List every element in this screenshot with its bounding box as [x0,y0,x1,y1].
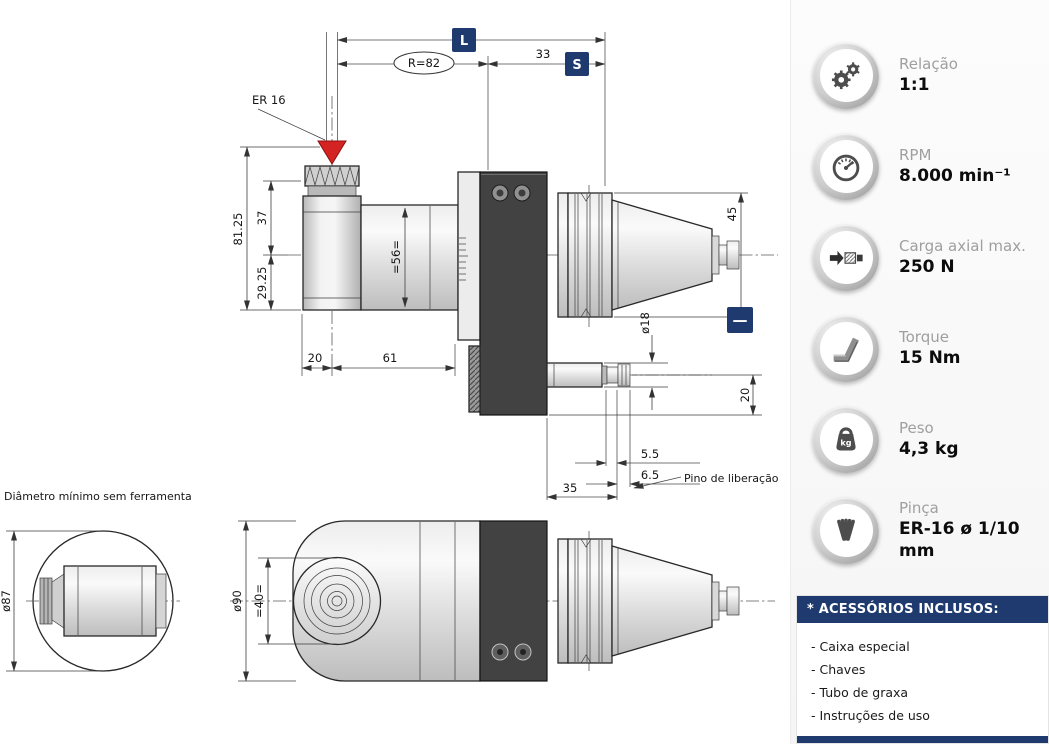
dim-dia90-label: ø90 [230,590,244,612]
release-pin [546,362,631,388]
spec-label-weight: Peso [899,418,934,437]
dim-L-box [452,28,476,52]
spec-row-torque: Torque 15 Nm [791,303,1049,394]
collet-icon [813,497,879,564]
dim-33-label: 33 [536,47,551,61]
dim-37-label: 37 [255,211,269,226]
spec-value-torque: 15 Nm [899,348,961,369]
dim-40-label: =40= [252,584,266,618]
accessories-list: - Caixa especial - Chaves - Tubo de grax… [797,623,1048,739]
spec-label-rpm: RPM [899,145,932,164]
dim-65-label: 6.5 [641,468,659,482]
flange-plate [457,171,481,341]
spec-list: Relação 1:1 [791,0,1049,576]
axial-load-icon [813,224,879,291]
top-view: L R=82 33 S ER 16 [231,28,779,500]
spec-label-ratio: Relação [899,54,958,73]
spec-value-axial-load: 250 N [899,257,955,278]
spec-value-weight: 4,3 kg [899,439,959,460]
accessory-item: - Tubo de graxa [811,685,909,700]
spindle-assembly [302,165,362,311]
dim-40: =40= [252,557,337,645]
rpm-gauge-icon [813,133,879,200]
pull-stud [726,240,740,270]
gears-icon [813,42,879,109]
pin-label: Pino de liberação [684,472,779,485]
dim-dia90: ø90 [230,520,296,682]
spec-label-axial-load: Carga axial max. [899,236,1026,255]
specs-sidebar: Relação 1:1 [790,0,1049,744]
dim-S-label: S [572,58,581,73]
marker-i: — [727,307,753,333]
dim-R82: R=82 [337,51,489,75]
spec-value-ratio: 1:1 [899,75,930,96]
spec-value-rpm: 8.000 min⁻¹ [899,166,1011,187]
spec-label-torque: Torque [899,327,949,346]
dim-left-stack: 81.25 37 29.25 [231,146,320,311]
dim-55-label: 5.5 [641,447,659,461]
dim-L-label: L [460,34,468,49]
spec-row-ratio: Relação 1:1 [791,30,1049,121]
dim-S-box [565,52,589,76]
technical-drawing: L R=82 33 S ER 16 [0,28,779,682]
dim-dia87: ø87 [0,530,100,672]
front-clamping-block [479,520,548,682]
spec-value-collet: ER-16 ø 1/10 mm [899,519,1020,562]
dim-dia18-label: ø18 [638,312,652,334]
taper-shank [557,192,740,318]
collet-callout: ER 16 [252,93,326,141]
knurled-knob [468,345,481,413]
torque-icon [813,315,879,382]
accessory-item: - Chaves [811,662,866,677]
dim-pin-detail: 5.5 6.5 35 [546,390,700,500]
front-view: ø90 =40= [230,520,775,682]
weight-icon-kg-text: kg [840,438,851,447]
front-spindle-boss [292,556,382,646]
collet-size-label: ER 16 [252,93,286,107]
accessories-bottom-bar [797,736,1048,743]
spec-row-collet: Pinça ER-16 ø 1/10 mm [791,485,1049,576]
pin-callout: Pino de liberação [633,472,779,489]
dim-20-right: 20 [549,374,762,416]
dim-L: L [337,28,606,52]
dim-56-label: =56= [389,240,403,274]
dim-20-label: 20 [308,351,323,365]
spec-label-collet: Pinça [899,498,939,517]
detail-tool-silhouette [39,565,167,637]
weight-icon: kg [813,406,879,473]
accessory-item: - Instruções de uso [811,708,930,723]
accessory-item: - Caixa especial [811,639,910,654]
front-taper-shank [557,538,740,664]
dim-56: =56= [389,207,408,308]
dim-35-label: 35 [563,481,578,495]
dim-45-label: 45 [725,207,739,222]
dim-8125-label: 81.25 [231,213,245,246]
front-body [292,520,481,682]
dim-45: 45 [614,192,748,318]
spec-row-rpm: RPM 8.000 min⁻¹ [791,121,1049,212]
spec-row-axial-load: Carga axial max. 250 N [791,212,1049,303]
drawing-svg: L R=82 33 S ER 16 [0,28,779,682]
dim-dia18: ø18 [604,312,668,410]
dim-20-right-label: 20 [738,388,752,403]
dim-R82-label: R=82 [408,56,440,70]
dim-2925-label: 29.25 [255,267,269,300]
dim-61-label: 61 [383,351,398,365]
clamping-block [468,171,548,416]
accessories-title: * ACESSÓRIOS INCLUSOS: [797,596,1048,623]
dim-20-61: 20 61 [301,314,456,376]
accessories-panel: * ACESSÓRIOS INCLUSOS: - Caixa especial … [796,595,1049,744]
dim-dia87-label: ø87 [0,590,13,612]
detail-caption: Diâmetro mínimo sem ferramenta [4,490,192,503]
spec-row-weight: kg Peso 4,3 kg [791,394,1049,485]
dim-33-S: 33 S [487,47,606,76]
red-triangle-marker [317,140,347,165]
gear-head-body [360,204,459,311]
marker-i-glyph: — [733,311,748,329]
detail-view: Diâmetro mínimo sem ferramenta [0,490,192,672]
